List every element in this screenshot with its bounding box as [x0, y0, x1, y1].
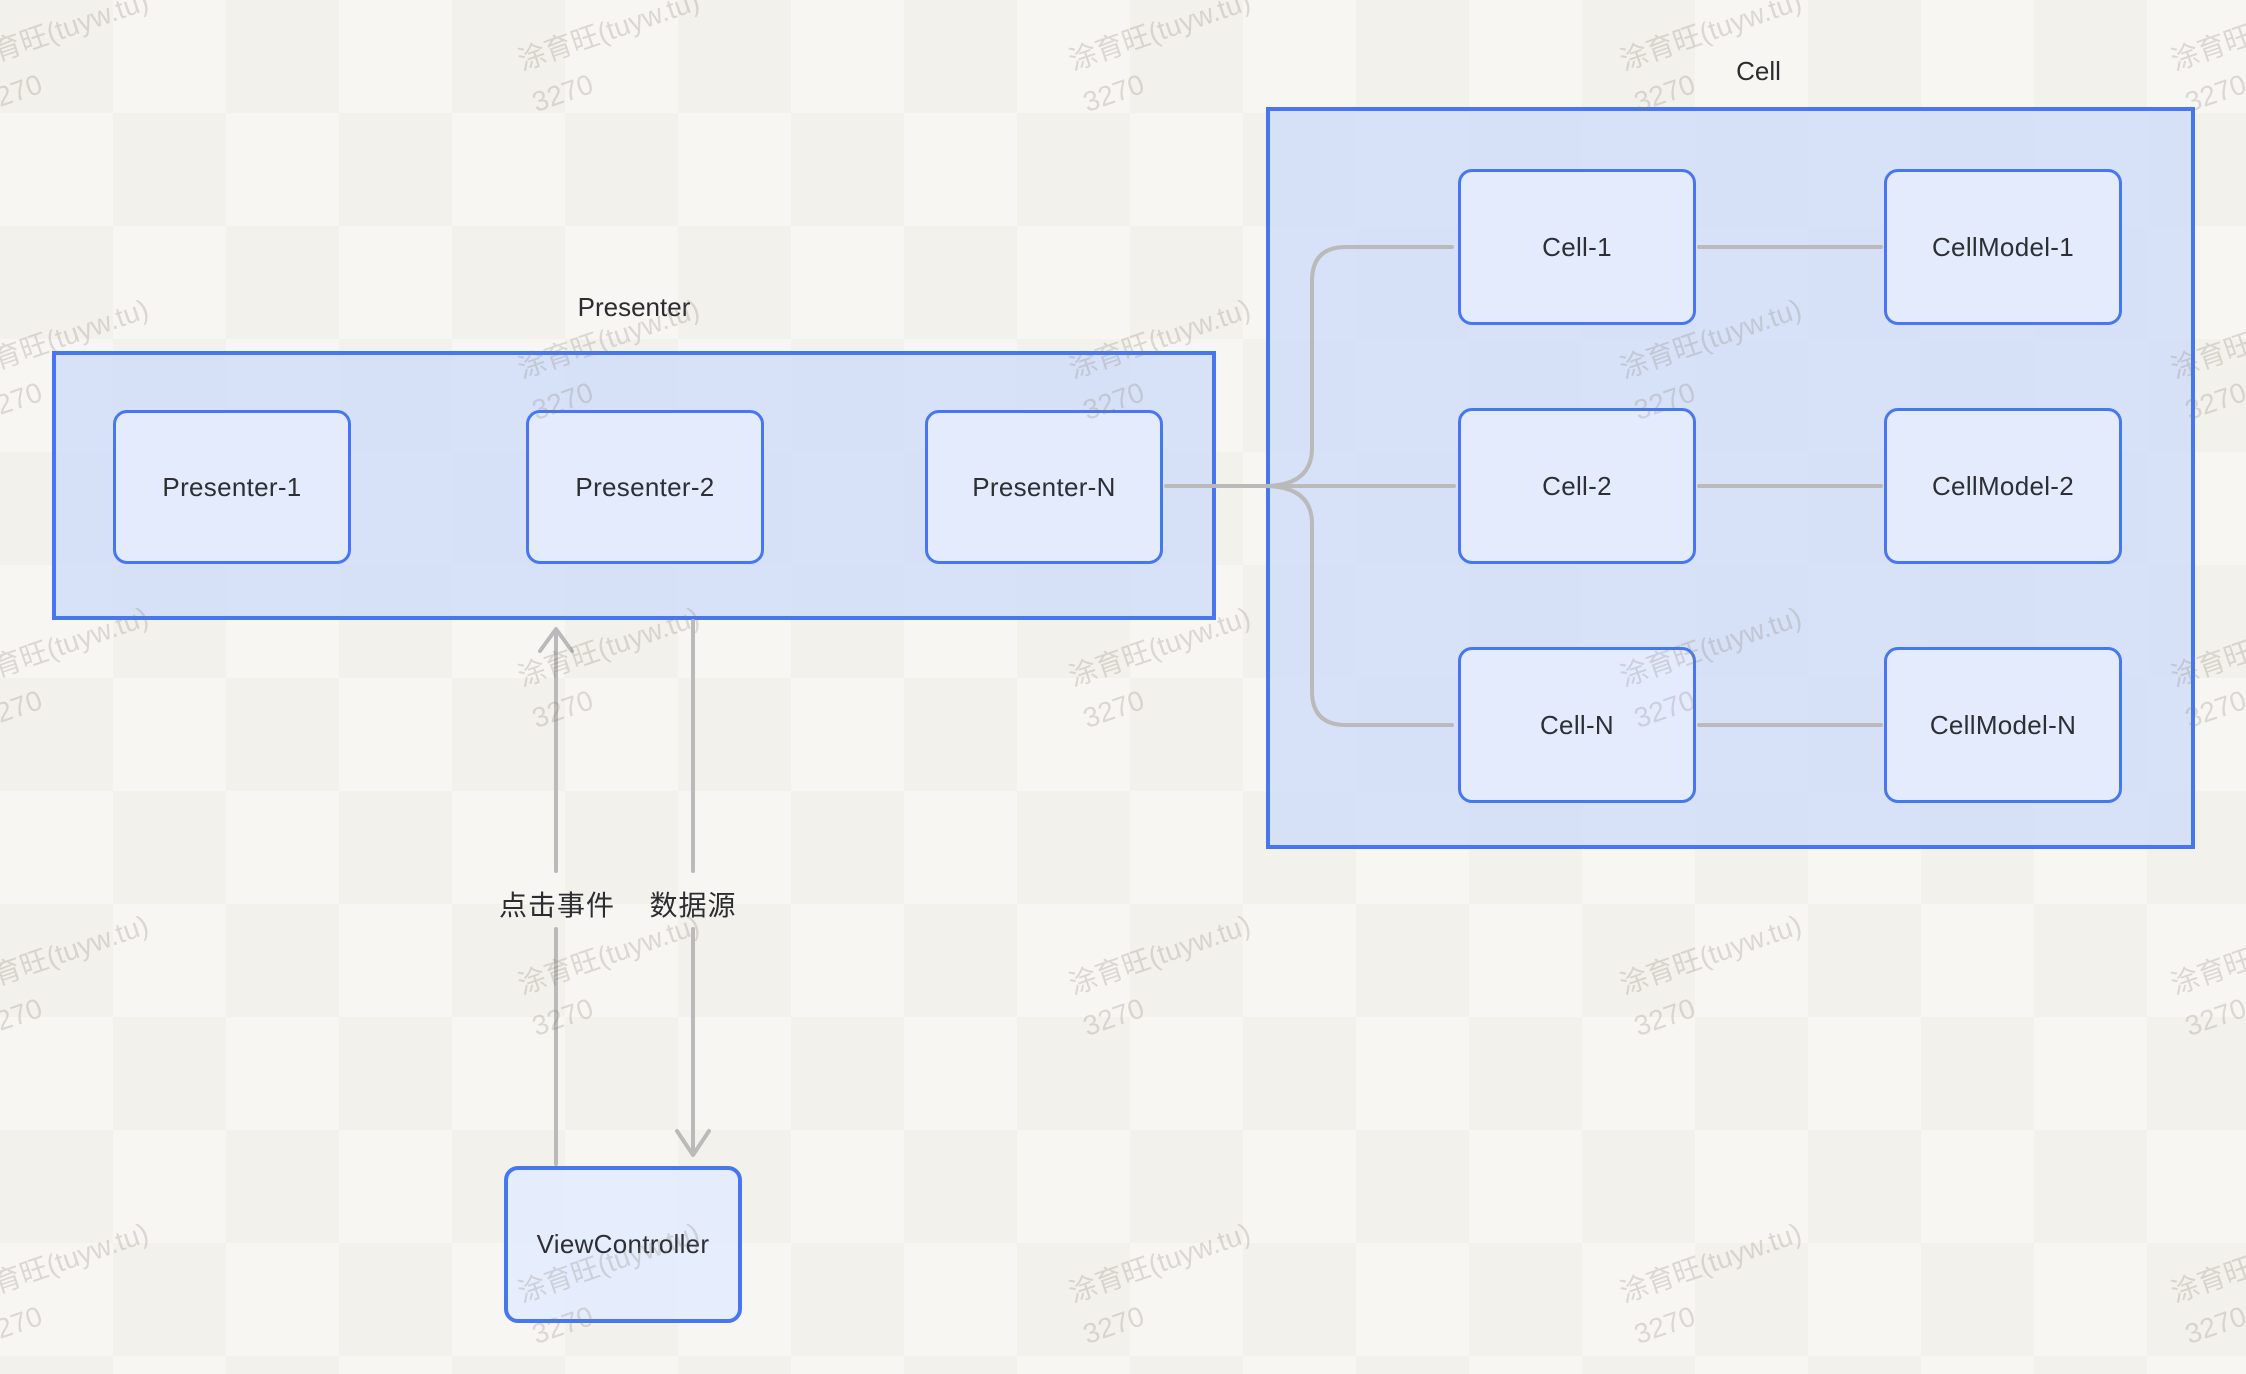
node-cell-1: Cell-1	[1458, 169, 1696, 325]
click-event-label: 点击事件	[498, 890, 615, 921]
node-cell-n: Cell-N	[1458, 647, 1696, 803]
cell-group-title: Cell	[1736, 56, 1781, 86]
node-cell-2: Cell-2	[1458, 408, 1696, 564]
down-arrowhead-icon	[675, 1129, 711, 1157]
data-source-label: 数据源	[649, 890, 737, 921]
node-presenter-n: Presenter-N	[925, 410, 1163, 564]
node-cellmodel-n: CellModel-N	[1884, 647, 2122, 803]
node-cellmodel-1: CellModel-1	[1884, 169, 2122, 325]
connector-presenterN-to-cellN	[1262, 484, 1454, 727]
up-arrowhead-icon	[538, 627, 574, 653]
connector-presenterN-to-cell1	[1262, 245, 1454, 488]
node-view-controller: ViewController	[504, 1166, 742, 1323]
node-presenter-2: Presenter-2	[526, 410, 764, 564]
node-cellmodel-2: CellModel-2	[1884, 408, 2122, 564]
presenter-group-title: Presenter	[577, 292, 691, 322]
node-presenter-1: Presenter-1	[113, 410, 351, 564]
